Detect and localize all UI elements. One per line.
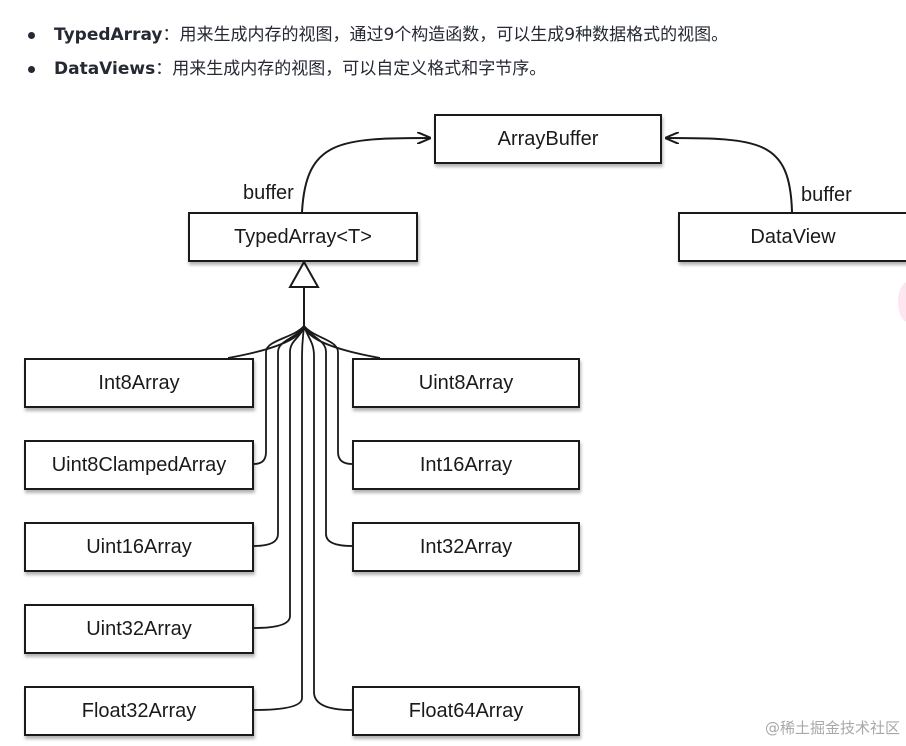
- node-int16array: Int16Array: [352, 440, 580, 490]
- inheritance-triangle-icon: [288, 259, 320, 288]
- node-typedarray: TypedArray<T>: [188, 212, 418, 262]
- node-float32array: Float32Array: [24, 686, 254, 736]
- bullet-description: ：用来生成内存的视图，通过9个构造函数，可以生成9种数据格式的视图。: [162, 25, 729, 45]
- node-uint32array: Uint32Array: [24, 604, 254, 654]
- node-int32array: Int32Array: [352, 522, 580, 572]
- node-int8array: Int8Array: [24, 358, 254, 408]
- bullet-item-typedarray: TypedArray：用来生成内存的视图，通过9个构造函数，可以生成9种数据格式…: [28, 18, 728, 52]
- connector-int32array: [303, 325, 353, 547]
- bullet-term: DataViews: [54, 59, 156, 79]
- watermark: @稀土掘金技术社区: [764, 719, 900, 737]
- edge-label-typedarray-buffer: buffer: [243, 182, 294, 204]
- connector-uint8array: [303, 325, 381, 359]
- bullet-item-dataviews: DataViews：用来生成内存的视图，可以自定义格式和字节序。: [28, 52, 728, 86]
- bullet-description: ：用来生成内存的视图，可以自定义格式和字节序。: [155, 59, 547, 79]
- node-float64array: Float64Array: [352, 686, 580, 736]
- dataview-to-arraybuffer-arrow: [666, 138, 793, 213]
- connector-float64array: [303, 325, 353, 711]
- subclass-connectors: [227, 325, 381, 711]
- connector-int16array: [303, 325, 353, 465]
- typedarray-to-arraybuffer-arrow: [301, 138, 430, 213]
- node-uint8array: Uint8Array: [352, 358, 580, 408]
- edge-label-dataview-buffer: buffer: [801, 184, 852, 206]
- connector-float32array: [253, 325, 305, 711]
- node-arraybuffer: ArrayBuffer: [434, 114, 662, 164]
- node-dataview: DataView: [678, 212, 906, 262]
- connector-uint16array: [253, 325, 305, 547]
- bullet-dot-icon: [28, 66, 35, 73]
- node-uint16array: Uint16Array: [24, 522, 254, 572]
- connector-uint8clampedarray: [253, 325, 305, 465]
- bullet-dot-icon: [28, 32, 35, 39]
- connector-uint32array: [253, 325, 305, 629]
- bullet-term: TypedArray: [54, 25, 163, 45]
- node-uint8clampedarray: Uint8ClampedArray: [24, 440, 254, 490]
- edge-decoration: [898, 282, 906, 322]
- bullet-list: TypedArray：用来生成内存的视图，通过9个构造函数，可以生成9种数据格式…: [28, 18, 728, 86]
